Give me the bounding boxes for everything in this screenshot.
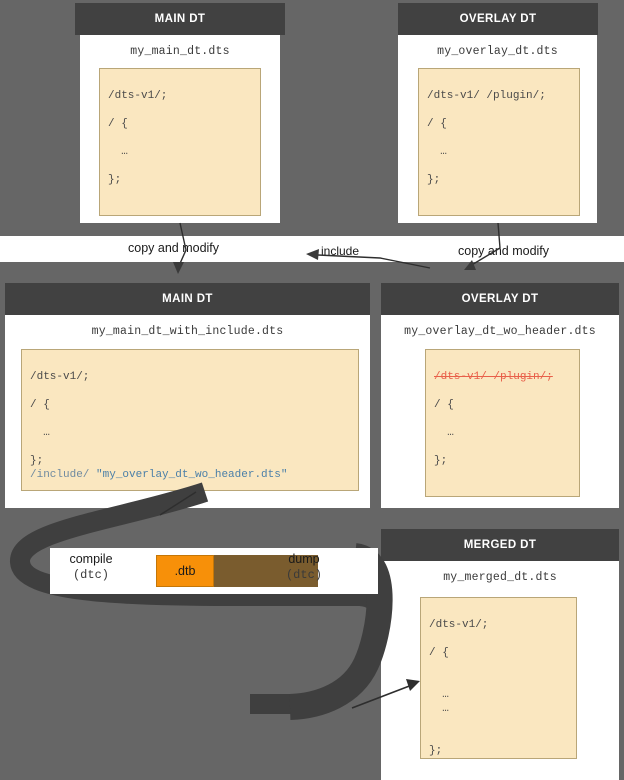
panel-title-overlay-dt-top: OVERLAY DT bbox=[398, 3, 598, 35]
codebox-overlay-dt-top: /dts-v1/ /plugin/; / { …}; bbox=[418, 68, 580, 216]
filename-merged-dt: my_merged_dt.dts bbox=[443, 571, 557, 584]
dtb-tail-bar bbox=[212, 555, 318, 587]
code-line: }; bbox=[30, 455, 44, 467]
arrowhead-main-copy bbox=[173, 262, 184, 274]
code-line: / { bbox=[108, 118, 128, 130]
edge-label-include: include bbox=[321, 244, 360, 258]
code-line: }; bbox=[434, 455, 448, 467]
code-line: … bbox=[429, 703, 449, 715]
code-line: /dts-v1/ /plugin/; bbox=[427, 90, 546, 102]
code-line: /dts-v1/; bbox=[429, 619, 489, 631]
filename-main-dt-top: my_main_dt.dts bbox=[130, 45, 230, 58]
codebox-main-dt-top: /dts-v1/; / { …}; bbox=[99, 68, 261, 216]
codebox-main-dt-include: /dts-v1/;/ { …};/include/ "my_overlay_dt… bbox=[21, 349, 359, 491]
dtb-artifact: .dtb bbox=[156, 555, 214, 587]
code-line: /dts-v1/; bbox=[108, 90, 168, 102]
code-line: / { bbox=[427, 118, 447, 130]
dump-step: dump (dtc) bbox=[272, 552, 336, 583]
code-line: }; bbox=[108, 174, 122, 186]
code-line: }; bbox=[427, 174, 441, 186]
flow-ribbon bbox=[10, 482, 389, 714]
edge-label-copy-modify-left: copy and modify bbox=[128, 241, 220, 255]
code-line: /dts-v1/; bbox=[30, 371, 90, 383]
panel-title-merged-dt: MERGED DT bbox=[381, 529, 619, 561]
code-line: / { bbox=[429, 647, 449, 659]
filename-main-dt-include: my_main_dt_with_include.dts bbox=[91, 325, 284, 338]
code-line: }; bbox=[429, 745, 443, 757]
dump-label: dump bbox=[288, 552, 320, 566]
dump-tool: (dtc) bbox=[285, 568, 322, 582]
panel-title-overlay-dt-wo-header: OVERLAY DT bbox=[381, 283, 619, 315]
codebox-overlay-dt-wo-header: /dts-v1/ /plugin/; / { …}; bbox=[425, 349, 580, 497]
panel-title-main-dt-top: MAIN DT bbox=[75, 3, 285, 35]
code-line-struck: /dts-v1/ /plugin/; bbox=[434, 371, 553, 383]
filename-overlay-dt-wo-header: my_overlay_dt_wo_header.dts bbox=[404, 325, 596, 338]
code-line-include: /include/ "my_overlay_dt_wo_header.dts" bbox=[30, 468, 350, 482]
code-line: … bbox=[429, 689, 449, 701]
edge-label-copy-modify-right: copy and modify bbox=[458, 244, 550, 258]
code-line: / { bbox=[30, 399, 50, 411]
compile-tool: (dtc) bbox=[72, 568, 109, 582]
code-line: … bbox=[30, 427, 50, 439]
code-line: … bbox=[427, 146, 447, 158]
compile-step: compile (dtc) bbox=[52, 552, 130, 583]
code-line: / { bbox=[434, 399, 454, 411]
code-line: … bbox=[434, 427, 454, 439]
compile-label: compile bbox=[69, 552, 113, 566]
panel-title-main-dt-include: MAIN DT bbox=[5, 283, 370, 315]
include-directive: /include/ bbox=[30, 469, 90, 481]
code-line: … bbox=[108, 146, 128, 158]
include-target: "my_overlay_dt_wo_header.dts" bbox=[96, 469, 288, 481]
filename-overlay-dt-top: my_overlay_dt.dts bbox=[437, 45, 558, 58]
codebox-merged-dt: /dts-v1/; / { … …}; bbox=[420, 597, 577, 759]
